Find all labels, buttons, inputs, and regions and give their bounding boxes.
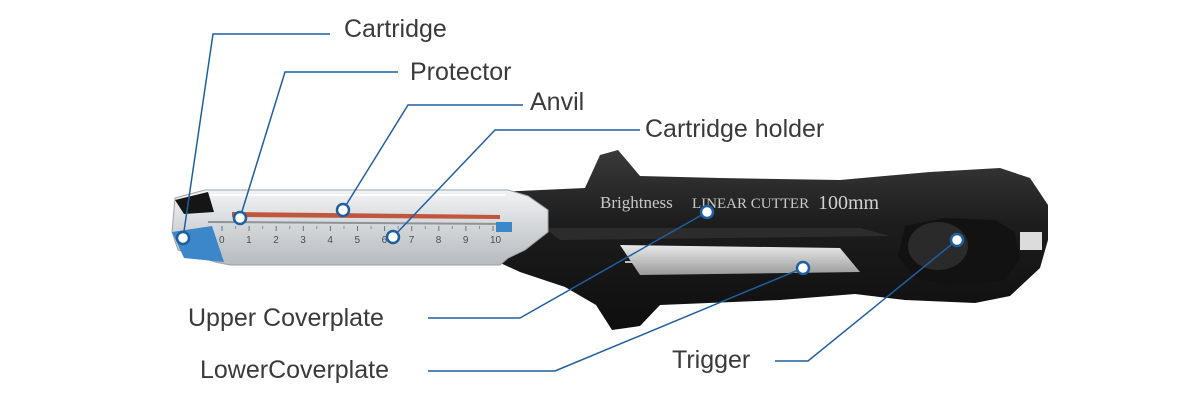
marker-upper-coverplate [699, 204, 715, 220]
marker-anvil [335, 202, 351, 218]
marker-cartridge [175, 230, 191, 246]
leader-trigger [775, 239, 958, 362]
scale-label: 1 [246, 235, 252, 246]
scale-label: 8 [436, 235, 442, 246]
marker-lower-coverplate [795, 260, 811, 276]
cartridge-scale: 0 1 2 3 4 5 6 7 8 9 10 [219, 226, 502, 246]
label-cartridge: Cartridge [344, 15, 447, 43]
leader-lower-coverplate [428, 267, 804, 372]
scale-label: 4 [327, 235, 333, 246]
leader-upper-coverplate [428, 211, 708, 319]
lower-coverplate-slot [620, 245, 860, 275]
label-protector: Protector [410, 58, 512, 86]
label-lower-coverplate: LowerCoverplate [200, 356, 389, 384]
marker-cartridge-holder [385, 229, 401, 245]
leader-anvil [342, 104, 523, 211]
model-text: LINEAR CUTTER [692, 196, 809, 212]
marker-protector [232, 210, 248, 226]
scale-label: 0 [219, 235, 225, 246]
jaw-tip [175, 192, 214, 214]
label-upper-coverplate: Upper Coverplate [188, 304, 384, 332]
label-cartridge-holder: Cartridge holder [645, 115, 825, 143]
leader-protector [239, 71, 398, 219]
scale-label: 2 [273, 235, 279, 246]
metal-jaw [171, 189, 549, 266]
size-text: 100mm [818, 192, 880, 214]
upper-coverplate-slot [545, 228, 890, 240]
scale-label: 6 [382, 235, 388, 246]
brand-text: Brightness [600, 193, 673, 212]
protector-strip [232, 212, 500, 219]
label-anvil: Anvil [530, 88, 585, 116]
leader-cartridge [182, 33, 330, 239]
leader-cartridge-holder [392, 129, 640, 238]
scale-label: 3 [300, 235, 306, 246]
scale-label: 5 [355, 235, 361, 246]
handle-body [498, 150, 1048, 330]
scale-label: 10 [490, 235, 502, 246]
scale-label: 7 [409, 235, 415, 246]
scale-label: 9 [463, 235, 469, 246]
label-trigger: Trigger [672, 346, 751, 374]
marker-trigger [949, 232, 965, 248]
